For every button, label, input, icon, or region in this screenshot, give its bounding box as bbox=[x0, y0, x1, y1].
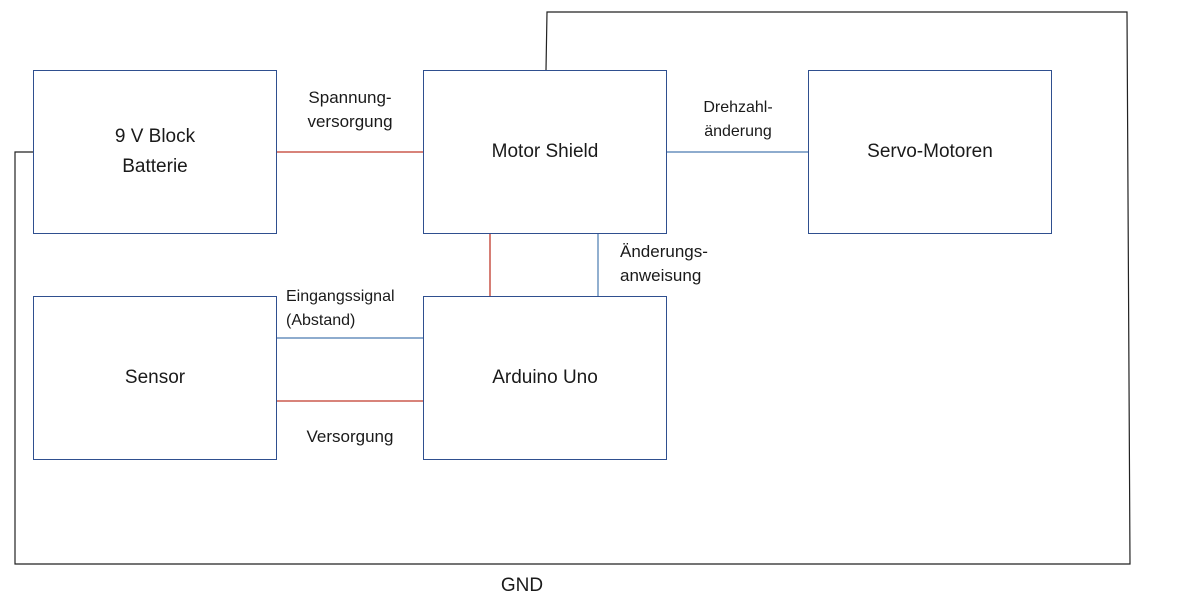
spannungsversorgung-label: Spannung- versorgung bbox=[278, 86, 422, 134]
aenderung-line2: anweisung bbox=[620, 266, 702, 285]
battery-label: 9 V Block Batterie bbox=[114, 126, 196, 177]
eingangssignal-label: Eingangssignal (Abstand) bbox=[286, 285, 395, 333]
arduino-label: Arduino Uno bbox=[492, 367, 598, 388]
sensor-label: Sensor bbox=[124, 367, 186, 388]
aenderung-line1: Änderungs- bbox=[620, 242, 708, 261]
gnd-wire bbox=[14, 11, 1131, 565]
drehzahl-line1: Drehzahl- bbox=[703, 99, 773, 116]
battery-block: 9 V Block Batterie bbox=[33, 70, 277, 234]
motor-shield-label: Motor Shield bbox=[491, 141, 599, 162]
arduino-block: Arduino Uno bbox=[423, 296, 667, 460]
versorgung-text: Versorgung bbox=[306, 427, 394, 446]
aenderungsanweisung-label: Änderungs- anweisung bbox=[620, 240, 708, 288]
sensor-block: Sensor bbox=[33, 296, 277, 460]
eingang-line1: Eingangssignal bbox=[286, 288, 395, 305]
spannung-line1: Spannung- bbox=[308, 88, 392, 107]
drehzahlaenderung-label: Drehzahl- änderung bbox=[668, 96, 808, 144]
eingang-line2: (Abstand) bbox=[286, 312, 356, 329]
gnd-text: GND bbox=[500, 575, 544, 596]
servo-label: Servo-Motoren bbox=[867, 141, 993, 162]
versorgung-label: Versorgung bbox=[278, 425, 422, 449]
spannung-line2: versorgung bbox=[307, 112, 393, 131]
servo-block: Servo-Motoren bbox=[808, 70, 1052, 234]
motor-shield-block: Motor Shield bbox=[423, 70, 667, 234]
gnd-label: GND bbox=[472, 574, 572, 598]
drehzahl-line2: änderung bbox=[704, 123, 772, 140]
